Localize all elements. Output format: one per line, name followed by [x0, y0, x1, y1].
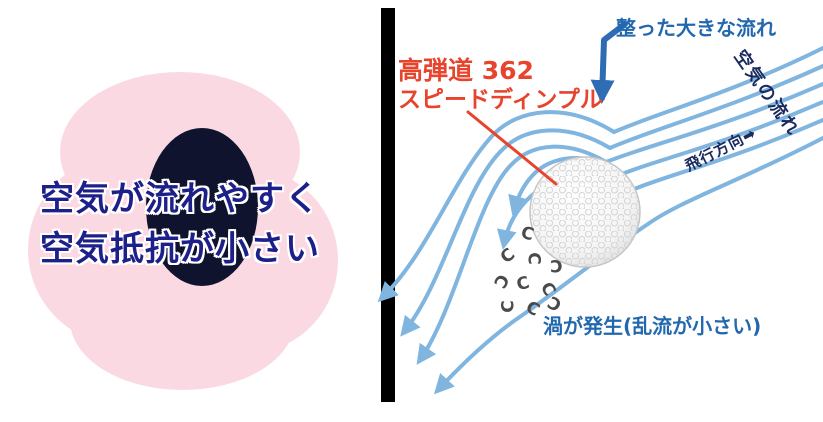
red-leader-line [466, 110, 558, 186]
left-caption-line1: 空気が流れやすく [40, 179, 320, 219]
left-caption-line2: 空気抵抗が小さい [40, 229, 320, 269]
smooth-flow-label: 整った大きな流れ [616, 16, 776, 40]
smooth-flow-arrow [590, 21, 628, 104]
flow-line [433, 136, 823, 395]
product-label-line2: スピードディンプル [398, 87, 603, 114]
flow-line [400, 64, 823, 337]
product-label: 高弾道 362 スピードディンプル [398, 55, 603, 115]
dark-ball-silhouette [146, 128, 258, 286]
golf-ball [529, 156, 641, 268]
vortex-icon: C [550, 255, 563, 275]
left-caption: 空気が流れやすく 空気抵抗が小さい [10, 174, 350, 274]
flow-line [416, 82, 823, 365]
vortex-icon: C [523, 252, 544, 265]
wake-label: 渦が発生(乱流が小さい) [543, 314, 762, 338]
product-label-line1: 高弾道 362 [398, 56, 534, 85]
panel-divider [381, 8, 395, 402]
vortex-icon: C [498, 300, 519, 313]
flow-line [377, 46, 823, 303]
